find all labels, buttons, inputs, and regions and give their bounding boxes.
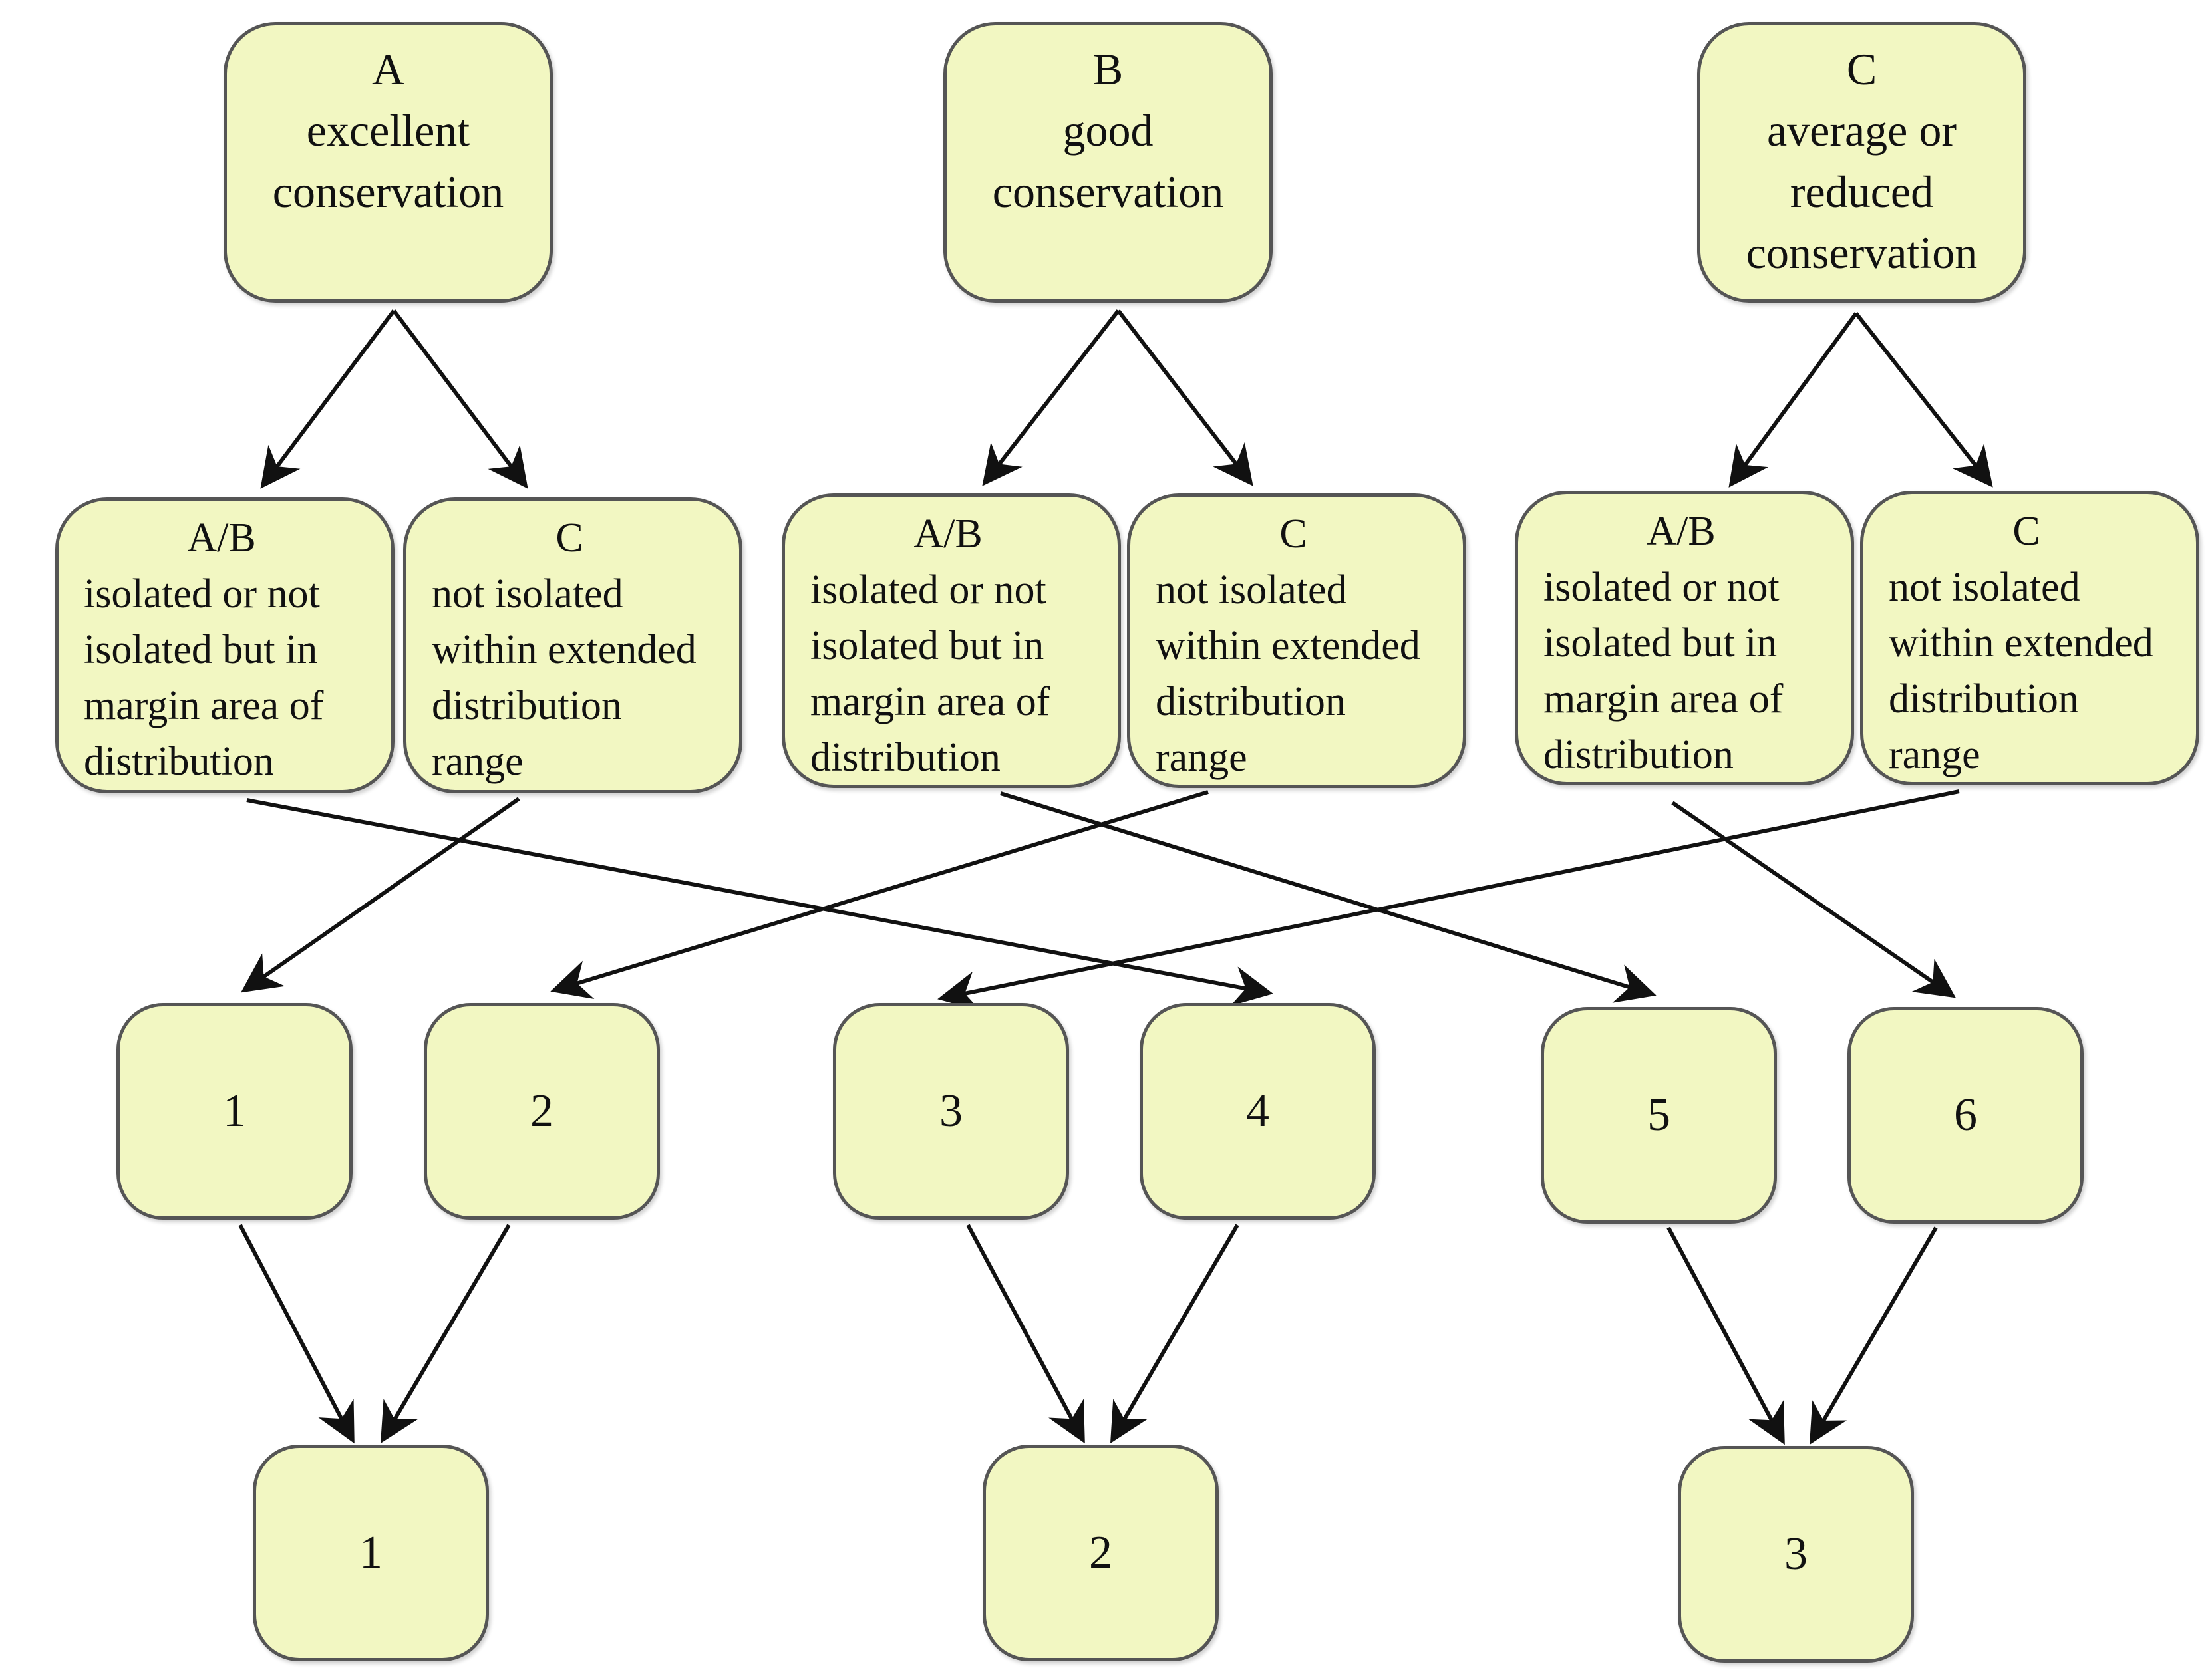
arrow-c-to-c <box>1854 312 1993 488</box>
arrow-mid5-to-rank6 <box>1671 801 1956 998</box>
arrow-rank6-to-final3 <box>1809 1226 1938 1445</box>
final-label: 1 <box>359 1527 383 1578</box>
middle-node-6: C not isolated within extended distribut… <box>1860 491 2199 785</box>
node-label: conservation <box>1746 227 1978 278</box>
arrow-rank5-to-final3 <box>1666 1226 1785 1445</box>
rank-label: 4 <box>1246 1085 1269 1137</box>
node-label: average or <box>1766 105 1957 156</box>
node-heading: C <box>2012 509 2040 554</box>
top-node-a: A excellent conservation <box>224 22 553 303</box>
middle-node-2: C not isolated within extended distribut… <box>403 497 742 793</box>
arrow-mid3-to-rank5 <box>1000 791 1657 1003</box>
node-label: distribution <box>1543 732 1734 777</box>
rank-node-4: 4 <box>1140 1003 1376 1220</box>
rank-node-5: 5 <box>1541 1007 1777 1224</box>
arrow-mid1-to-rank4 <box>246 798 1273 1006</box>
rank-node-3: 3 <box>833 1003 1069 1220</box>
final-label: 3 <box>1784 1528 1808 1580</box>
node-heading: A/B <box>1647 509 1716 554</box>
node-label: not isolated <box>432 571 623 617</box>
rank-node-1: 1 <box>116 1003 353 1220</box>
node-label: isolated or not <box>1543 565 1780 610</box>
node-label: distribution <box>1156 679 1346 724</box>
node-label: distribution <box>432 683 622 728</box>
rank-node-6: 6 <box>1847 1007 2084 1224</box>
node-label: within extended <box>432 627 697 672</box>
rank-label: 2 <box>530 1085 553 1137</box>
arrow-rank3-to-final2 <box>966 1224 1085 1444</box>
middle-node-3: A/B isolated or not isolated but in marg… <box>782 493 1121 788</box>
final-node-2: 2 <box>983 1445 1219 1661</box>
node-label: range <box>1156 735 1247 780</box>
node-label: not isolated <box>1889 565 2080 610</box>
node-label: B <box>1092 44 1124 94</box>
node-label: isolated or not <box>810 567 1046 613</box>
node-label: isolated or not <box>84 571 320 617</box>
node-label: within extended <box>1889 621 2153 666</box>
arrow-a-to-ab <box>260 309 396 489</box>
node-heading: C <box>1279 511 1307 557</box>
arrow-mid4-to-rank2 <box>550 790 1209 1000</box>
node-label: margin area of <box>1543 676 1784 722</box>
node-label: margin area of <box>84 683 324 728</box>
top-node-b: B good conservation <box>943 22 1273 303</box>
node-label: reduced <box>1790 166 1934 217</box>
rank-label: 6 <box>1954 1089 1977 1141</box>
node-label: isolated but in <box>84 627 318 672</box>
middle-node-4: C not isolated within extended distribut… <box>1127 493 1466 788</box>
node-label: conservation <box>272 166 504 217</box>
node-label: distribution <box>810 735 1001 780</box>
arrow-b-to-c <box>1116 309 1253 486</box>
node-label: C <box>1846 44 1877 94</box>
node-heading: A/B <box>187 515 256 561</box>
node-label: range <box>432 739 524 784</box>
arrow-b-to-ab <box>982 309 1120 486</box>
rank-label: 1 <box>223 1085 246 1137</box>
arrow-c-to-ab <box>1728 312 1858 488</box>
node-label: conservation <box>992 166 1224 217</box>
node-label: A <box>371 44 405 94</box>
final-label: 2 <box>1089 1527 1112 1578</box>
node-label: good <box>1062 105 1154 156</box>
arrow-rank2-to-final1 <box>380 1224 511 1444</box>
node-heading: C <box>555 515 583 561</box>
node-label: distribution <box>84 739 274 784</box>
rank-label: 3 <box>939 1085 963 1137</box>
middle-node-1: A/B isolated or not isolated but in marg… <box>55 497 395 793</box>
final-node-3: 3 <box>1678 1446 1914 1663</box>
node-label: excellent <box>306 105 470 156</box>
node-label: within extended <box>1156 623 1420 668</box>
arrow-rank1-to-final1 <box>238 1224 355 1444</box>
node-label: isolated but in <box>1543 621 1778 666</box>
node-label: margin area of <box>810 679 1050 724</box>
node-heading: A/B <box>913 511 983 557</box>
node-label: not isolated <box>1156 567 1347 613</box>
final-node-1: 1 <box>253 1445 489 1661</box>
arrow-mid2-to-rank1 <box>241 797 520 993</box>
node-label: isolated but in <box>810 623 1044 668</box>
node-label: distribution <box>1889 676 2079 722</box>
arrow-mid6-to-rank3 <box>937 789 1960 1011</box>
middle-node-5: A/B isolated or not isolated but in marg… <box>1515 491 1854 785</box>
node-label: range <box>1889 732 1980 777</box>
top-node-c: C average or reduced conservation <box>1697 22 2026 303</box>
arrow-rank4-to-final2 <box>1110 1224 1239 1444</box>
rank-node-2: 2 <box>424 1003 660 1220</box>
arrow-a-to-c <box>392 309 528 489</box>
rank-label: 5 <box>1647 1089 1670 1141</box>
